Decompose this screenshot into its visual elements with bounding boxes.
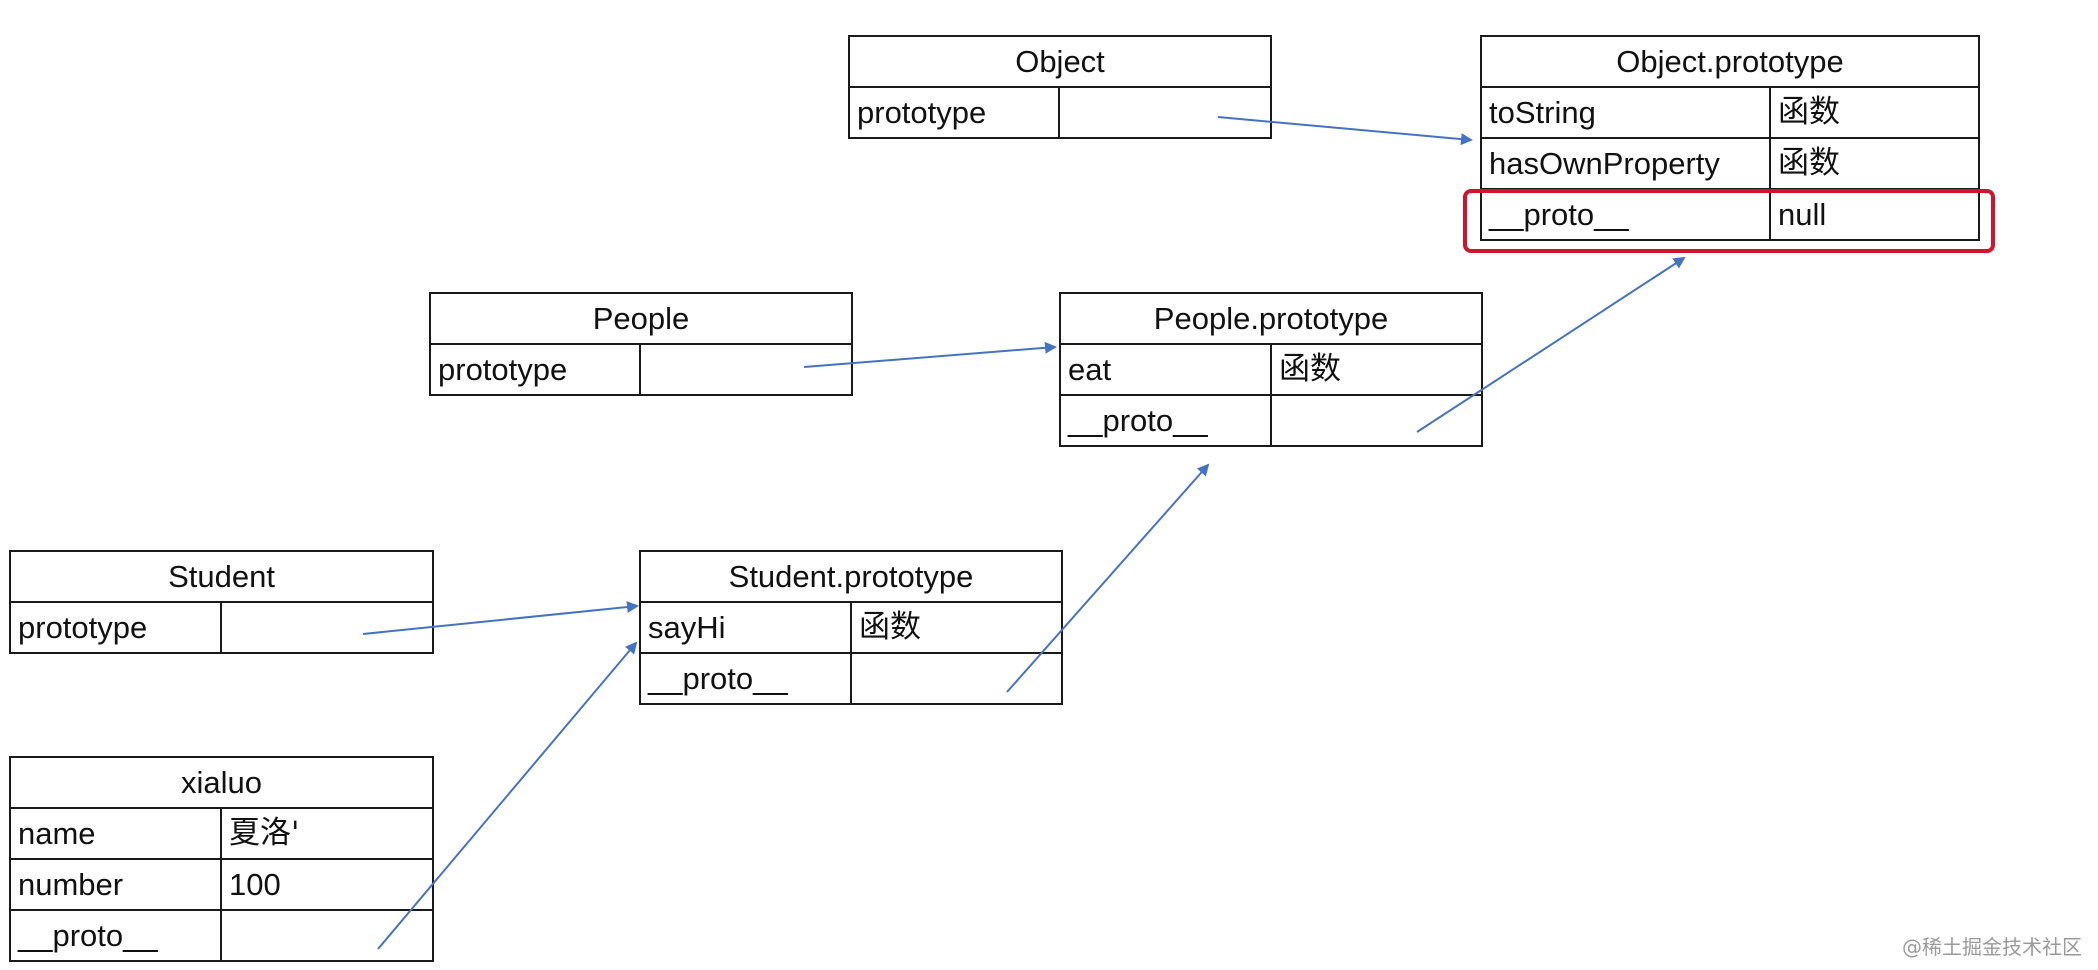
property-value: [1057, 86, 1273, 139]
property-value: [220, 601, 434, 654]
table-title: Student: [9, 550, 434, 603]
property-value: [849, 652, 1064, 705]
highlight-proto-null: [1463, 189, 1995, 253]
table-student: Student prototype: [9, 550, 434, 654]
table-title: xialuo: [9, 756, 434, 809]
property-value: [220, 909, 434, 962]
property-value: 100: [220, 858, 434, 911]
watermark: @稀土掘金技术社区: [1902, 935, 2082, 959]
table-people-prototype: People.prototype eat 函数 __proto__: [1059, 292, 1483, 447]
property-key: prototype: [429, 343, 641, 396]
property-value: 函数: [1769, 137, 1980, 190]
table-title: Object.prototype: [1480, 35, 1980, 88]
property-key: eat: [1059, 343, 1272, 396]
property-key: sayHi: [639, 601, 852, 654]
property-key: prototype: [9, 601, 222, 654]
table-title: Object: [847, 35, 1273, 88]
property-key: number: [9, 858, 222, 911]
table-xialuo: xialuo name 夏洛' number 100 __proto__: [9, 756, 434, 962]
table-people: People prototype: [429, 292, 853, 396]
table-title: People.prototype: [1059, 292, 1483, 345]
table-title: Student.prototype: [638, 550, 1064, 603]
table-student-prototype: Student.prototype sayHi 函数 __proto__: [638, 550, 1064, 705]
property-value: null: [1769, 188, 1980, 241]
property-key: toString: [1480, 86, 1771, 139]
property-key: __proto__: [639, 652, 852, 705]
table-object-prototype: Object.prototype toString 函数 hasOwnPrope…: [1480, 35, 1980, 241]
property-key: __proto__: [1480, 188, 1771, 241]
table-object: Object prototype: [847, 35, 1273, 139]
property-value: 函数: [1769, 86, 1980, 139]
property-value: 函数: [1270, 343, 1483, 396]
property-key: prototype: [848, 86, 1060, 139]
property-key: __proto__: [1059, 394, 1272, 447]
property-value: 夏洛': [220, 807, 434, 860]
property-value: [1270, 394, 1483, 447]
property-value: 函数: [849, 601, 1064, 654]
property-key: name: [9, 807, 222, 860]
property-key: hasOwnProperty: [1480, 137, 1771, 190]
property-key: __proto__: [9, 909, 222, 962]
property-value: [639, 343, 853, 396]
table-title: People: [429, 292, 853, 345]
